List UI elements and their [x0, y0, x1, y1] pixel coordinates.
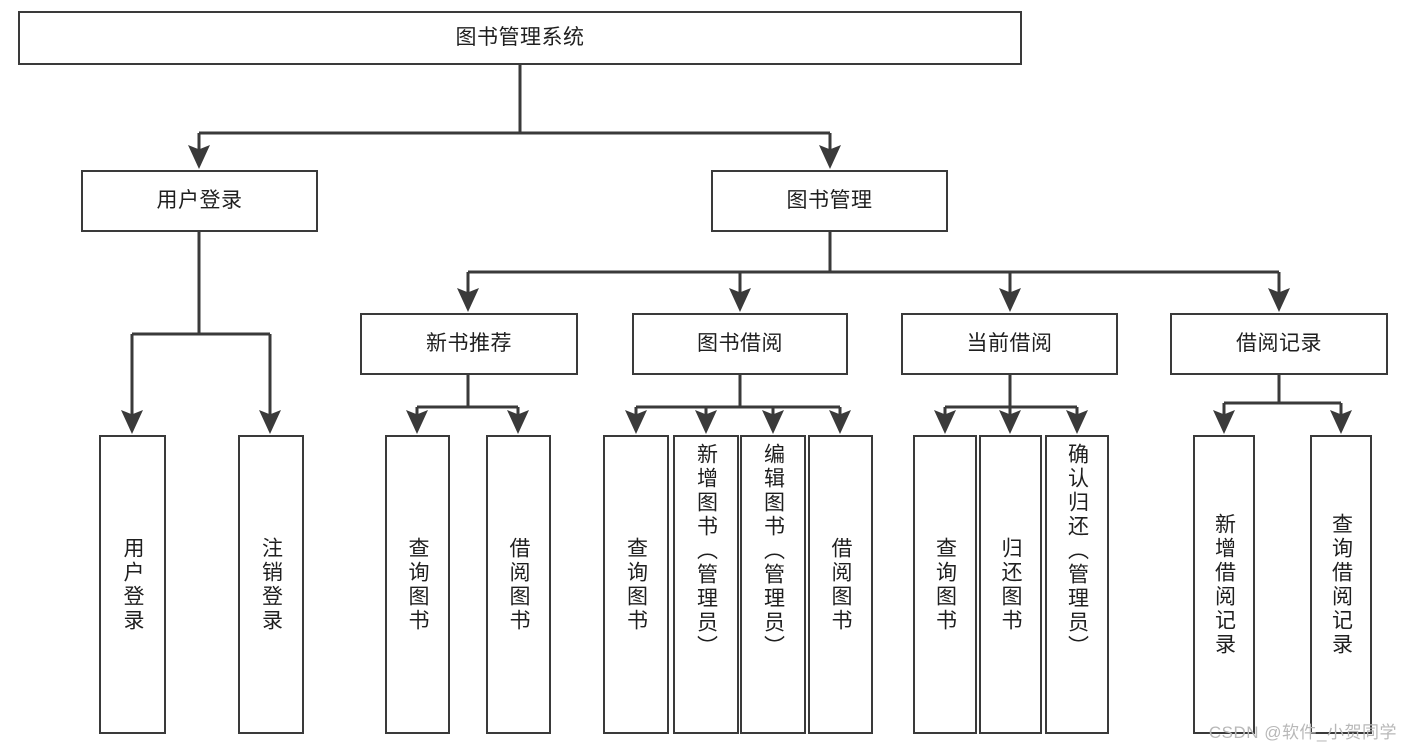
node-label: 新书推荐 — [426, 331, 512, 355]
node-label: 注销登录 — [259, 536, 283, 633]
node-label: 查询图书 — [933, 536, 957, 633]
node-label: 新增图书（管理员） — [694, 443, 718, 659]
node-label: 图书借阅 — [697, 331, 783, 355]
node-label: 图书管理 — [786, 188, 873, 212]
node-label: 图书管理系统 — [455, 25, 585, 49]
node-label: 借阅图书 — [507, 536, 530, 633]
leaf-user-login[interactable]: 用户登录 — [99, 435, 166, 734]
leaf-query-books-borrow[interactable]: 查询图书 — [603, 435, 669, 734]
leaf-query-books-new[interactable]: 查询图书 — [385, 435, 450, 734]
leaf-confirm-return-admin[interactable]: 确认归还（管理员） — [1045, 435, 1109, 734]
leaf-return-books[interactable]: 归还图书 — [979, 435, 1042, 734]
leaf-edit-book-admin[interactable]: 编辑图书（管理员） — [740, 435, 806, 734]
node-book-management[interactable]: 图书管理 — [711, 170, 948, 232]
node-label: 借阅记录 — [1236, 331, 1322, 355]
node-label: 查询图书 — [624, 536, 648, 633]
leaf-query-borrow-record[interactable]: 查询借阅记录 — [1310, 435, 1372, 734]
node-label: 用户登录 — [156, 188, 243, 212]
node-label: 归还图书 — [999, 536, 1022, 633]
node-label: 编辑图书（管理员） — [761, 443, 785, 659]
node-book-borrowing[interactable]: 图书借阅 — [632, 313, 848, 375]
node-label: 查询借阅记录 — [1329, 512, 1353, 657]
node-user-login[interactable]: 用户登录 — [81, 170, 318, 232]
node-label: 借阅图书 — [829, 536, 852, 633]
leaf-add-borrow-record[interactable]: 新增借阅记录 — [1193, 435, 1255, 734]
node-new-book-recommendation[interactable]: 新书推荐 — [360, 313, 578, 375]
leaf-query-books-current[interactable]: 查询图书 — [913, 435, 977, 734]
node-label: 用户登录 — [121, 536, 144, 633]
node-label: 查询图书 — [406, 536, 429, 633]
node-label: 新增借阅记录 — [1212, 512, 1236, 657]
leaf-add-book-admin[interactable]: 新增图书（管理员） — [673, 435, 739, 734]
node-root-book-management-system[interactable]: 图书管理系统 — [18, 11, 1022, 65]
node-label: 当前借阅 — [966, 331, 1053, 355]
node-current-borrowing[interactable]: 当前借阅 — [901, 313, 1118, 375]
leaf-logout[interactable]: 注销登录 — [238, 435, 304, 734]
node-label: 确认归还（管理员） — [1065, 443, 1089, 659]
leaf-borrow-books[interactable]: 借阅图书 — [808, 435, 873, 734]
node-borrow-records[interactable]: 借阅记录 — [1170, 313, 1388, 375]
leaf-borrow-books-new[interactable]: 借阅图书 — [486, 435, 551, 734]
